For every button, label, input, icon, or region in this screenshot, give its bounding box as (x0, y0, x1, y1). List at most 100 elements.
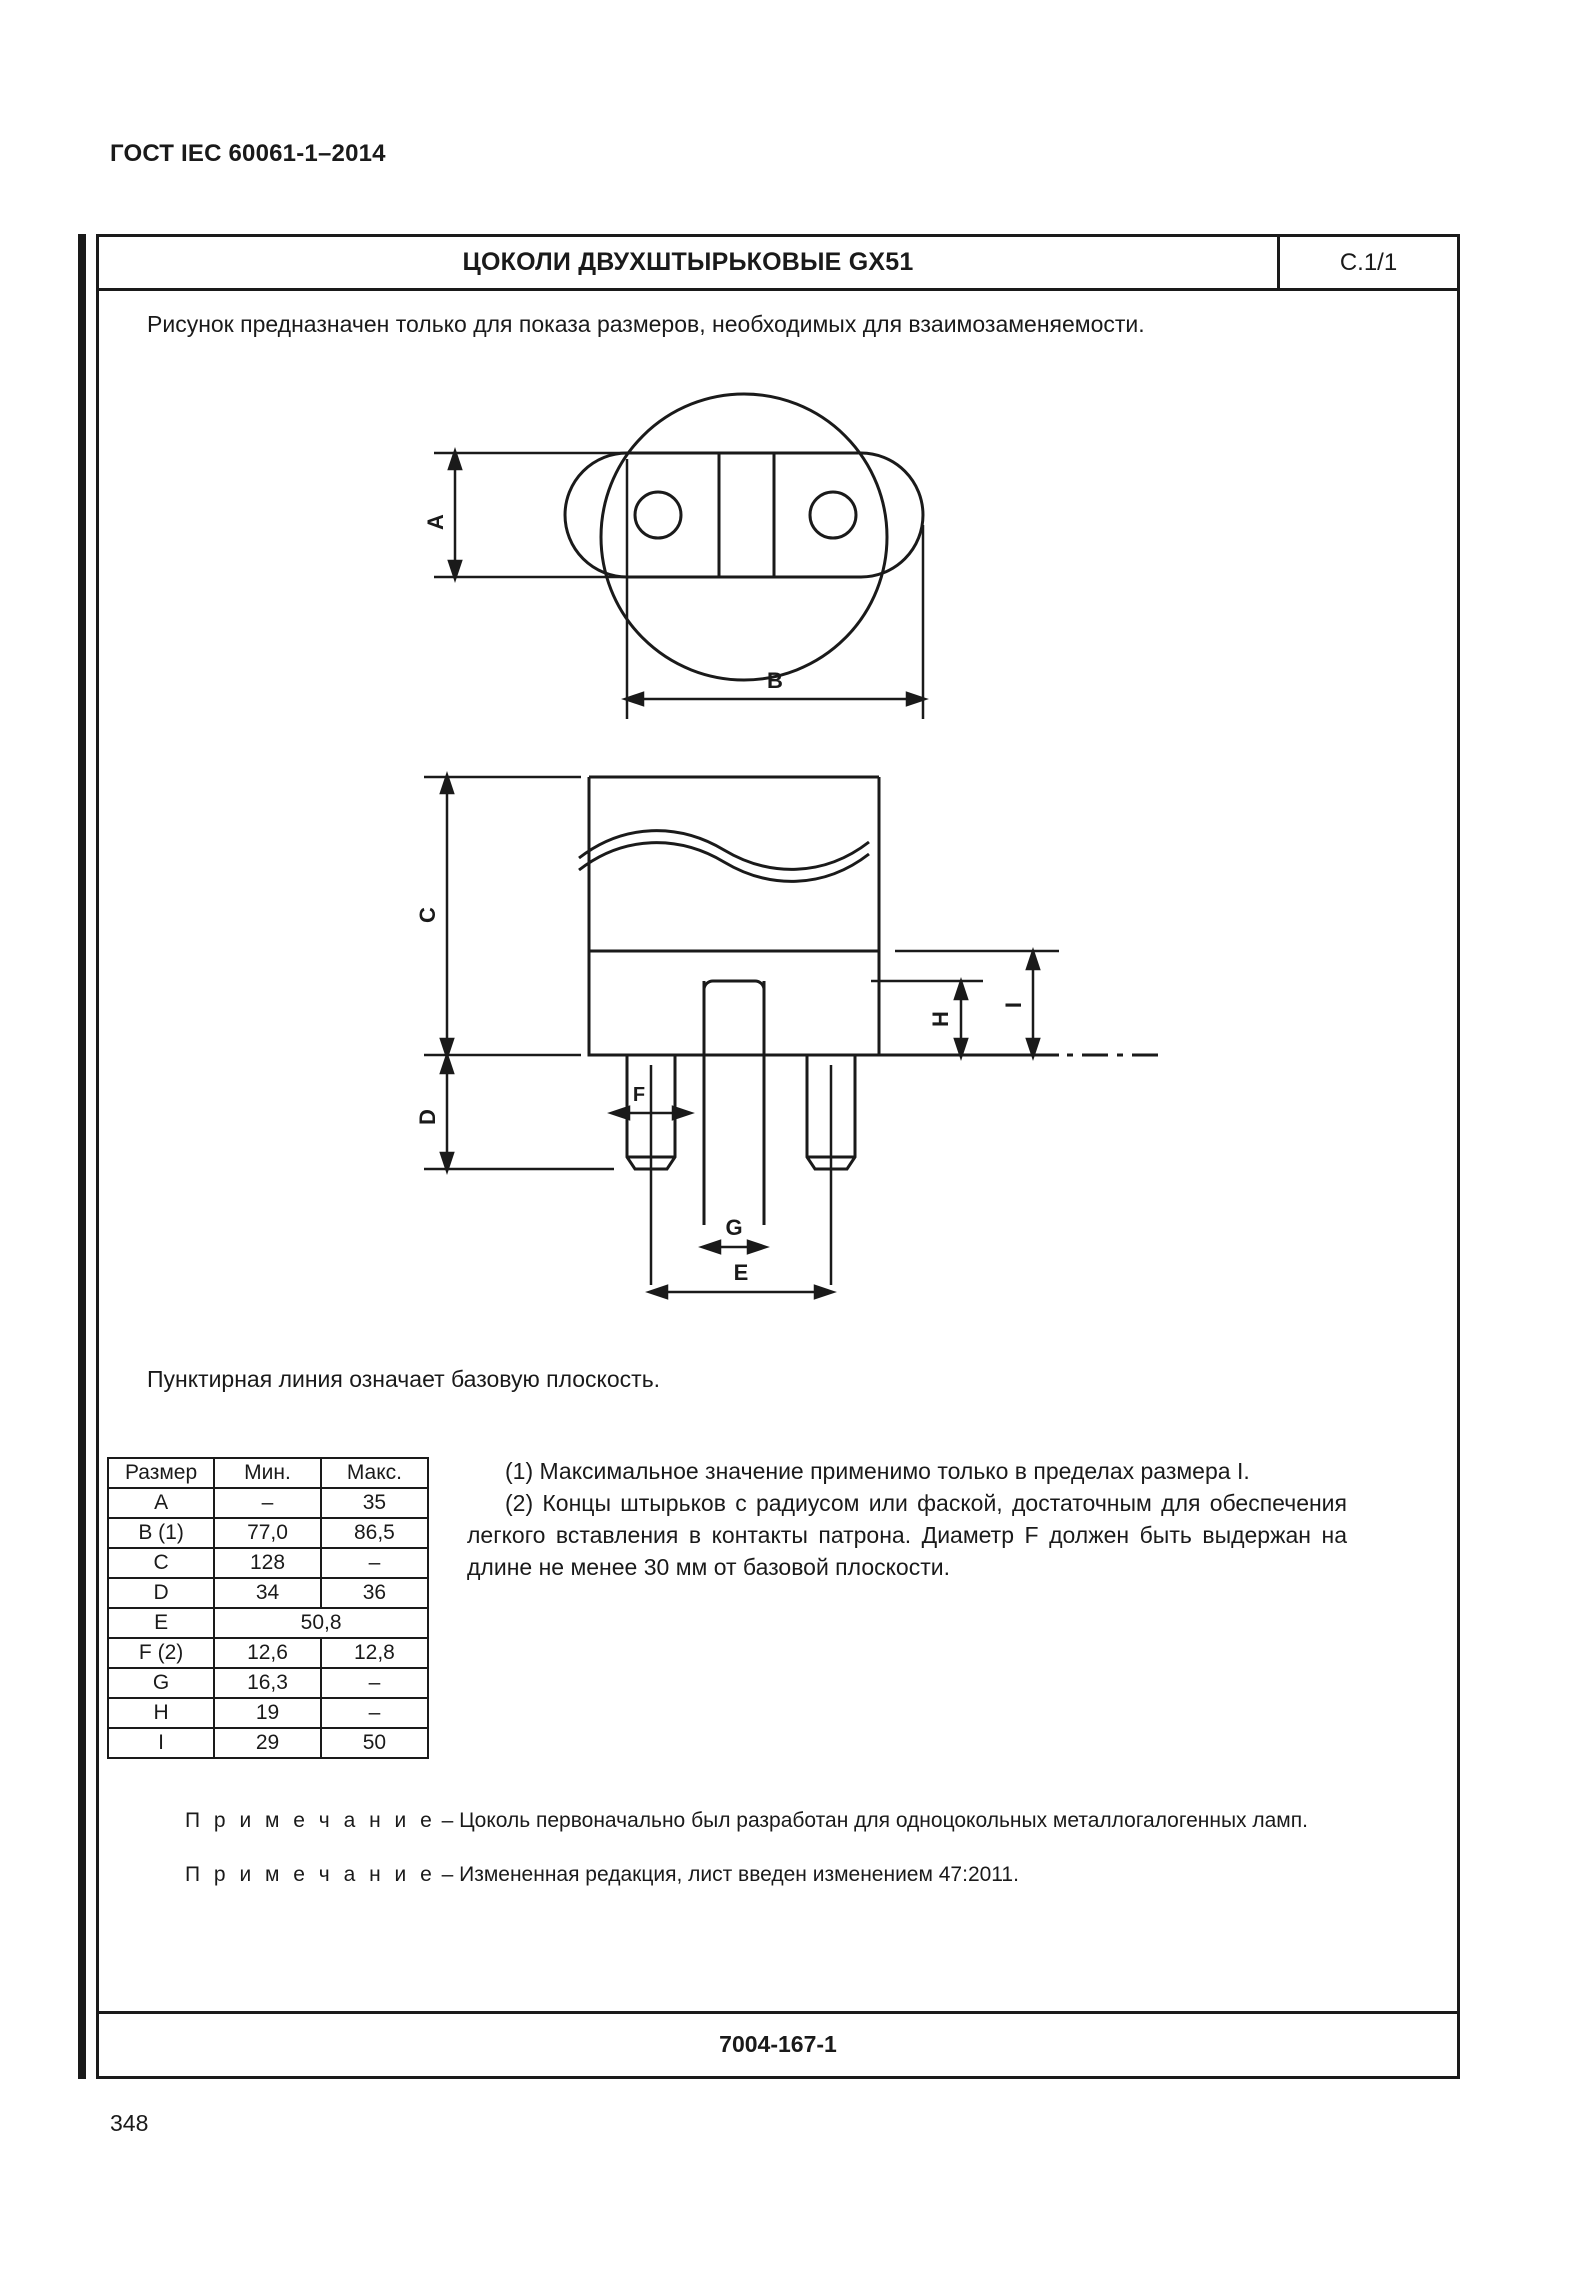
dim-label-d: D (415, 1109, 440, 1125)
remark-1-text: – Цоколь первоначально был разработан дл… (435, 1809, 1308, 1832)
table-row: G 16,3 – (106, 1667, 430, 1699)
arrow-g-right (746, 1239, 770, 1255)
footnote-1: (1) Максимальное значение применимо толь… (505, 1458, 1250, 1484)
cell-size: I (106, 1727, 216, 1759)
cell-max: 86,5 (319, 1517, 430, 1549)
key-side-edges (702, 981, 766, 1225)
pin-hole-left (633, 490, 683, 540)
cell-max: 36 (319, 1577, 430, 1609)
arrow-b-left (621, 691, 645, 707)
footnote-2: (2) Концы штырьков с радиусом или фаской… (467, 1490, 1347, 1580)
arrow-d-down (439, 1151, 455, 1175)
table-row: I 29 50 (106, 1727, 430, 1759)
figure-side-view: C D F G (399, 765, 1199, 1330)
arrow-c-down (439, 1037, 455, 1061)
dim-label-e: E (734, 1260, 749, 1285)
top-view-svg: A B (423, 392, 929, 719)
table-row: H 19 – (106, 1697, 430, 1729)
arrow-h-down (953, 1037, 969, 1061)
table-header-min: Мин. (213, 1457, 322, 1489)
arrow-a-up (447, 447, 463, 471)
datum-plane-note: Пунктирная линия означает базовую плоско… (147, 1366, 661, 1392)
dim-label-b: B (767, 668, 783, 693)
remark-2: П р и м е ч а н и е – Измененная редакци… (147, 1863, 1417, 1887)
sheet-frame: ЦОКОЛИ ДВУХШТЫРЬКОВЫЕ GX51 С.1/1 Рисунок… (96, 234, 1460, 2079)
cell-max: – (319, 1547, 430, 1579)
page-number: 348 (110, 2110, 149, 2136)
cell-max: – (319, 1697, 430, 1729)
key-top-rounded (702, 979, 766, 990)
cell-min: 19 (213, 1697, 322, 1729)
table-row: F (2) 12,6 12,8 (106, 1637, 430, 1669)
remark-label: П р и м е ч а н и е (185, 1863, 436, 1886)
cell-size: D (106, 1577, 216, 1609)
cell-size: A (106, 1487, 216, 1519)
arrow-e-left (645, 1284, 669, 1300)
dim-label-c: C (415, 907, 440, 923)
arrow-c-up (439, 771, 455, 795)
sheet-title: ЦОКОЛИ ДВУХШТЫРЬКОВЫЕ GX51 (462, 248, 914, 276)
arrow-i-down (1025, 1037, 1041, 1061)
cap-outline (563, 451, 925, 579)
dimension-table: Размер Мин. Макс. A – 35 B (1) 77,0 86,5… (106, 1457, 430, 1759)
remarks-block: П р и м е ч а н и е – Цоколь первоначаль… (147, 1809, 1417, 1917)
remark-1: П р и м е ч а н и е – Цоколь первоначаль… (147, 1809, 1417, 1833)
table-row: A – 35 (106, 1487, 430, 1519)
sheet-page-label: С.1/1 (1277, 237, 1457, 288)
footnotes-block: (1) Максимальное значение применимо толь… (467, 1455, 1347, 1583)
arrow-g-left (698, 1239, 722, 1255)
remark-label: П р и м е ч а н и е (185, 1809, 436, 1832)
body-circle (599, 392, 889, 682)
sheet-title-row: ЦОКОЛИ ДВУХШТЫРЬКОВЫЕ GX51 С.1/1 (99, 237, 1457, 291)
arrow-h-up (953, 977, 969, 1001)
dim-label-i: I (1001, 1002, 1026, 1008)
figure-top-view: A B (399, 347, 1099, 752)
cell-min: 34 (213, 1577, 322, 1609)
cell-max: 50 (319, 1727, 430, 1759)
table-header-max: Макс. (319, 1457, 430, 1489)
running-head: ГОСТ IEC 60061-1–2014 (110, 140, 386, 167)
table-header-row: Размер Мин. Макс. (106, 1457, 430, 1489)
arrow-b-right (905, 691, 929, 707)
cell-size: C (106, 1547, 216, 1579)
cell-min: 77,0 (213, 1517, 322, 1549)
cell-min: 16,3 (213, 1667, 322, 1699)
table-row: D 34 36 (106, 1577, 430, 1609)
intro-paragraph: Рисунок предназначен только для показа р… (147, 311, 1145, 337)
arrow-f-left (607, 1105, 631, 1121)
arrow-f-right (671, 1105, 695, 1121)
break-wave-upper (578, 829, 870, 871)
break-wave-lower (578, 841, 870, 883)
footer-divider (99, 2011, 1457, 2014)
remark-2-text: – Измененная редакция, лист введен измен… (435, 1863, 1019, 1886)
cell-min: 12,6 (213, 1637, 322, 1669)
cell-min: 128 (213, 1547, 322, 1579)
table-header-size: Размер (106, 1457, 216, 1489)
arrow-d-up (439, 1051, 455, 1075)
cell-size: E (106, 1607, 216, 1639)
dim-label-a: A (423, 514, 448, 530)
change-marker-bar (78, 234, 86, 2079)
pin-hole-right (808, 490, 858, 540)
arrow-i-up (1025, 947, 1041, 971)
side-view-svg: C D F G (415, 771, 1159, 1300)
footer-code: 7004-167-1 (719, 2031, 837, 2057)
cell-size: F (2) (106, 1637, 216, 1669)
table-row: B (1) 77,0 86,5 (106, 1517, 430, 1549)
dim-label-g: G (725, 1215, 742, 1240)
cell-min: – (213, 1487, 322, 1519)
table-row: E 50,8 (106, 1607, 429, 1639)
dim-label-h: H (928, 1011, 953, 1027)
arrow-e-right (813, 1284, 837, 1300)
cell-size: G (106, 1667, 216, 1699)
cell-max: 12,8 (319, 1637, 430, 1669)
cell-size: B (1) (106, 1517, 216, 1549)
body-outline (587, 777, 881, 1057)
cell-size: H (106, 1697, 216, 1729)
table-body: A – 35 B (1) 77,0 86,5 C 128 – D 34 36 E (106, 1487, 430, 1759)
cell-min: 29 (213, 1727, 322, 1759)
table-row: C 128 – (106, 1547, 430, 1579)
cell-min-max-span: 50,8 (213, 1607, 429, 1639)
dim-label-f: F (633, 1084, 645, 1106)
arrow-a-down (447, 559, 463, 583)
